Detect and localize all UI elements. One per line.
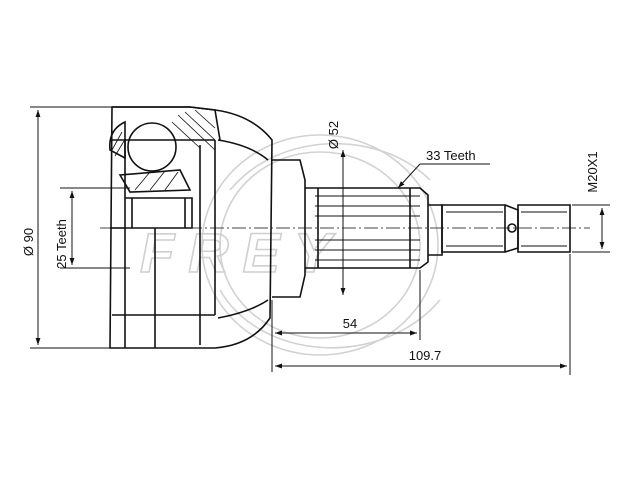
dim-stub-length: 54 [271, 270, 421, 372]
ball-cage-section [108, 109, 216, 229]
outer-diameter-label: Ø 90 [21, 228, 36, 256]
total-length-label: 109.7 [409, 348, 442, 363]
threaded-end [428, 204, 571, 256]
dim-outer-diameter: Ø 90 [21, 106, 112, 349]
outer-teeth-label: 33 Teeth [426, 148, 476, 163]
dim-thread: M20X1 [572, 151, 610, 253]
watermark-text: FREY [140, 221, 345, 284]
dim-bell-diameter: Ø 52 [326, 121, 346, 295]
dim-inner-teeth: 25 Teeth [54, 187, 130, 269]
inner-teeth-label: 25 Teeth [54, 219, 69, 269]
splined-stub [305, 187, 429, 269]
stub-length-label: 54 [343, 316, 357, 331]
dim-outer-teeth: 33 Teeth [397, 148, 490, 189]
housing-neck [272, 159, 306, 298]
bell-diameter-label: Ø 52 [326, 121, 341, 149]
watermark-logo: FREY [139, 134, 441, 356]
bell-housing [109, 106, 273, 349]
thread-label: M20X1 [585, 151, 600, 192]
dim-total-length: 109.7 [275, 254, 571, 375]
